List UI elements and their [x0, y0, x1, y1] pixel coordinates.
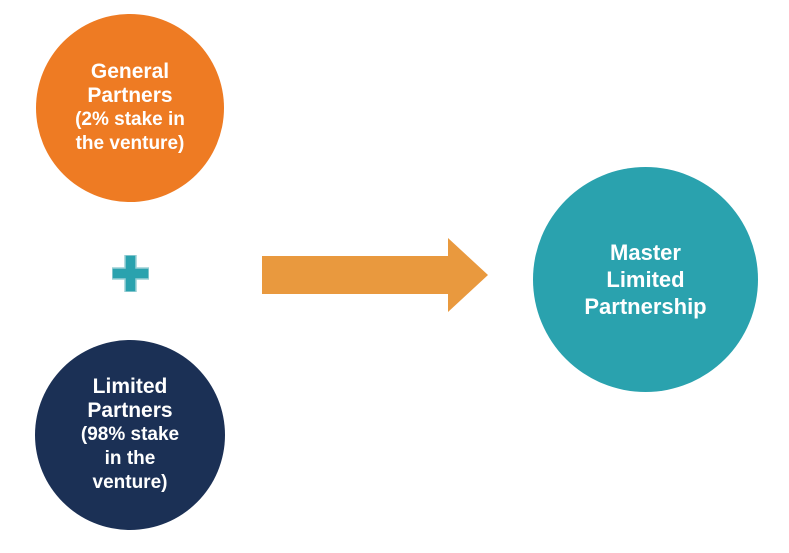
general-partners-label-line-2: Partners — [87, 84, 173, 107]
plus-icon — [112, 255, 149, 292]
right-arrow-icon — [262, 238, 488, 312]
right-arrow-shape — [262, 238, 488, 312]
master-limited-partnership-text: Master Limited Partnership — [584, 239, 706, 320]
general-partners-stake-line-2: the venture) — [75, 133, 185, 154]
mlp-label-line-1: Master — [610, 240, 681, 265]
limited-partners-node: Limited Partners (98% stake in the ventu… — [35, 340, 225, 530]
general-partners-node: General Partners (2% stake in the ventur… — [36, 14, 224, 202]
general-partners-text: General Partners (2% stake in the ventur… — [75, 60, 185, 156]
general-partners-stake-line-1: (2% stake in — [75, 109, 185, 130]
limited-partners-label-line-2: Partners — [87, 399, 173, 422]
limited-partners-text: Limited Partners (98% stake in the ventu… — [81, 375, 179, 495]
limited-partners-label-line-1: Limited — [92, 375, 168, 398]
master-limited-partnership-node: Master Limited Partnership — [533, 167, 758, 392]
limited-partners-stake-line-3: venture) — [92, 472, 168, 493]
mlp-label-line-3: Partnership — [584, 294, 707, 319]
limited-partners-stake-line-1: (98% stake — [80, 424, 180, 445]
general-partners-label-line-1: General — [90, 60, 170, 83]
limited-partners-stake-line-2: in the — [104, 448, 156, 469]
mlp-label-line-2: Limited — [606, 267, 685, 292]
plus-shape — [112, 255, 149, 292]
